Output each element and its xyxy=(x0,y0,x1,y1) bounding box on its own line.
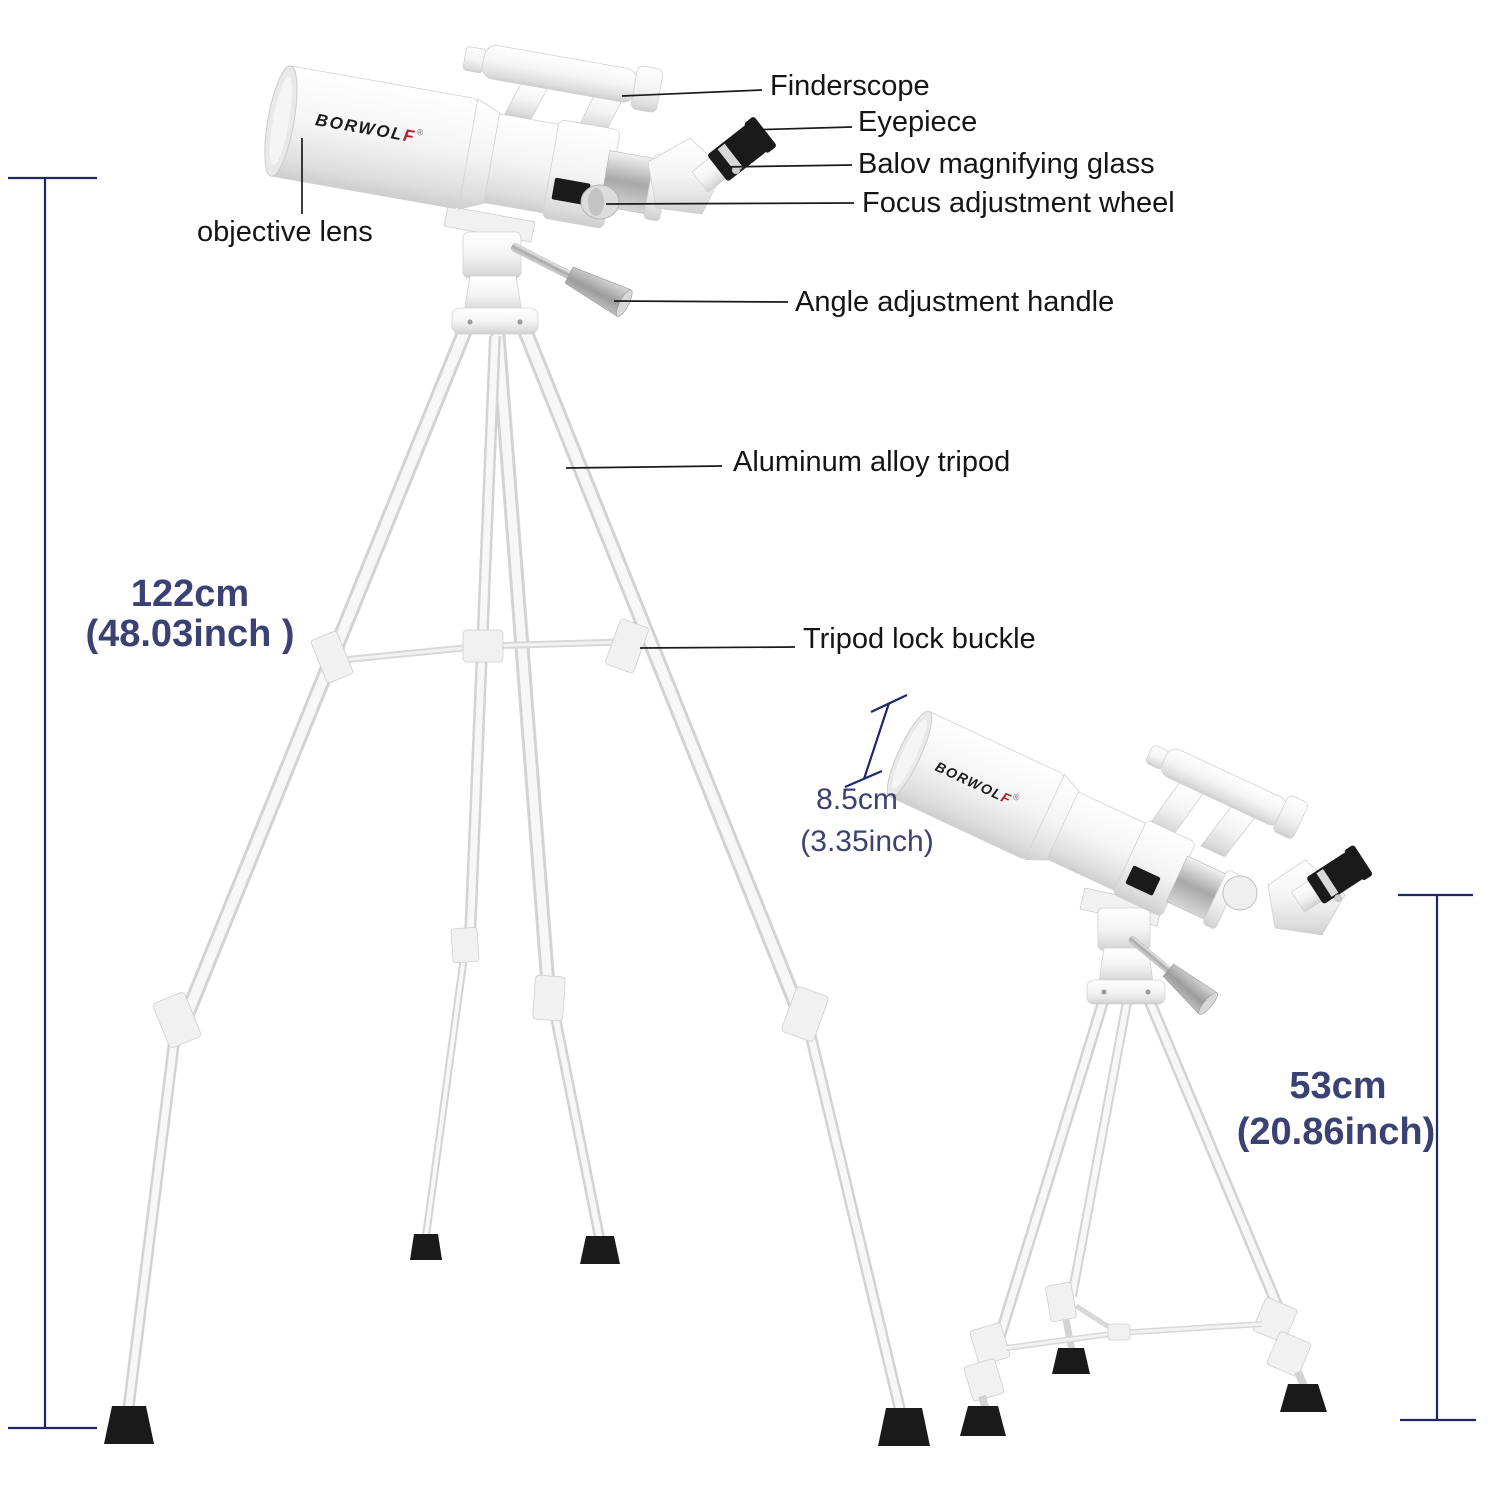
leader-tripod xyxy=(565,465,723,469)
dimension-large-height-inch: (48.03inch ) xyxy=(85,613,295,655)
leader-lines xyxy=(301,89,855,649)
angle-adjustment-handle xyxy=(510,243,633,318)
leader-balov xyxy=(721,164,853,168)
leader-eyepiece xyxy=(745,126,853,131)
small-finderscope xyxy=(1145,745,1308,839)
small-telescope: BORWOLF® xyxy=(886,710,1373,1436)
label-finderscope: Finderscope xyxy=(770,70,930,102)
leader-finderscope xyxy=(621,89,763,97)
small-tripod-right-leg xyxy=(1144,999,1327,1412)
dimension-large-height-cm: 122cm xyxy=(130,573,250,615)
rubber-foot xyxy=(1052,1348,1090,1374)
brand-logo-reg: ® xyxy=(416,127,425,138)
rubber-foot xyxy=(878,1408,930,1446)
label-tripod: Aluminum alloy tripod xyxy=(733,446,1011,478)
dimension-small-height-inch: (20.86inch) xyxy=(1236,1111,1436,1153)
thumbscrew xyxy=(1334,894,1342,902)
brand-logo-accent: F xyxy=(402,126,418,147)
leader-angle-handle xyxy=(613,300,789,303)
large-height-measure xyxy=(8,176,97,1430)
rubber-foot xyxy=(580,1236,620,1264)
tripod-lock-buckle-part xyxy=(605,618,649,674)
diagonal-prism xyxy=(647,137,725,215)
leader-focus-wheel xyxy=(605,202,855,205)
small-focus-wheel xyxy=(1222,875,1258,911)
rubber-foot xyxy=(1280,1384,1327,1412)
large-center-column xyxy=(410,335,501,1260)
rubber-foot xyxy=(410,1234,442,1260)
small-eyepiece xyxy=(1290,845,1373,913)
tube-badge xyxy=(551,177,591,206)
large-tripod-spreader xyxy=(310,618,649,684)
small-tripod-spreader xyxy=(1005,1303,1263,1351)
label-focus-wheel: Focus adjustment wheel xyxy=(862,187,1175,219)
small-diagonal-eyepiece xyxy=(1222,845,1373,936)
label-lock-buckle: Tripod lock buckle xyxy=(803,623,1036,655)
large-mount-head xyxy=(443,205,539,335)
large-tripod-left-leg xyxy=(104,314,478,1444)
finderscope-part xyxy=(462,45,664,113)
label-objective-lens: objective lens xyxy=(197,216,373,248)
label-angle-handle: Angle adjustment handle xyxy=(795,286,1115,318)
small-tripod-left-leg xyxy=(960,1000,1109,1436)
dimension-small-height-cm: 53cm xyxy=(1289,1065,1387,1107)
leader-lock-buckle xyxy=(639,646,796,649)
small-angle-handle xyxy=(1128,936,1218,1015)
large-tripod-back-leg xyxy=(489,321,620,1264)
small-tripod-center-leg xyxy=(1045,1001,1132,1374)
rubber-foot xyxy=(104,1406,154,1444)
label-balov: Balov magnifying glass xyxy=(858,148,1155,180)
dimension-diameter-inch: (3.35inch) xyxy=(800,825,934,858)
rubber-foot xyxy=(960,1406,1006,1436)
brand-logo-reg: ® xyxy=(1011,791,1022,803)
objective-lens-glass xyxy=(269,76,293,166)
small-height-measure xyxy=(1398,893,1476,1422)
diameter-measure xyxy=(844,694,908,789)
dimension-diameter-cm: 8.5cm xyxy=(816,783,898,816)
label-eyepiece: Eyepiece xyxy=(858,106,978,138)
small-optical-tube: BORWOLF® xyxy=(886,710,1308,929)
large-tripod-right-leg xyxy=(512,315,930,1446)
large-optical-tube: BORWOLF® xyxy=(264,45,671,229)
large-telescope: BORWOLF® xyxy=(104,45,930,1446)
